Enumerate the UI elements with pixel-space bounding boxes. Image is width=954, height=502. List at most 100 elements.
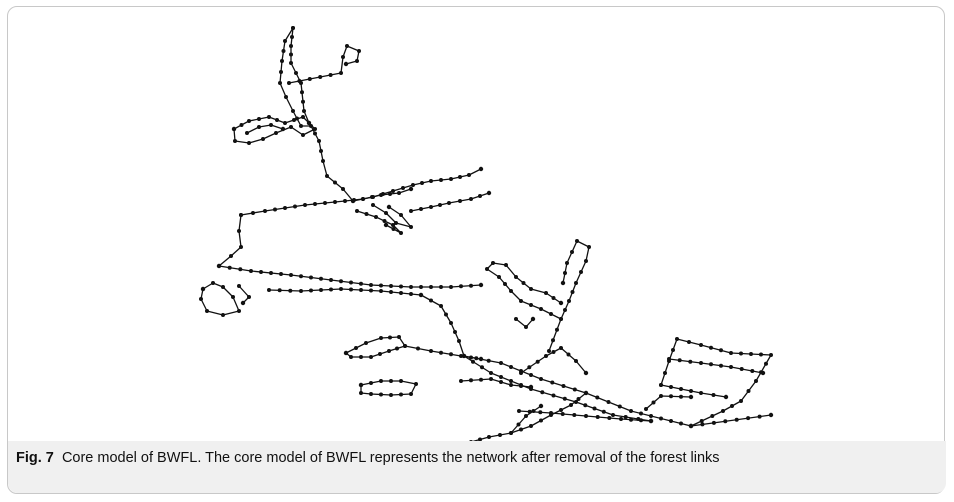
pipe-link — [420, 294, 465, 357]
network-node — [551, 350, 556, 354]
network-node — [382, 219, 387, 223]
network-node — [699, 361, 703, 365]
network-node — [309, 124, 313, 128]
network-node — [205, 309, 209, 313]
network-node — [457, 339, 461, 343]
network-node — [281, 49, 286, 53]
network-node — [247, 141, 251, 145]
network-node — [601, 409, 606, 414]
network-node — [247, 295, 251, 299]
network-node — [649, 414, 653, 418]
network-node — [309, 275, 313, 280]
network-node — [200, 286, 206, 292]
network-node — [237, 229, 241, 233]
network-node — [239, 123, 244, 127]
network-node — [768, 412, 774, 418]
network-node — [313, 127, 317, 131]
network-node — [699, 419, 704, 423]
network-node — [237, 309, 241, 313]
network-node — [274, 131, 278, 135]
pipe-link — [290, 27, 310, 124]
network-diagram — [199, 26, 774, 441]
network-node — [409, 225, 413, 229]
network-node — [723, 419, 728, 424]
network-node — [429, 298, 433, 303]
network-node — [269, 123, 273, 127]
network-node — [499, 361, 503, 365]
network-node — [514, 275, 518, 279]
network-node — [409, 209, 413, 213]
network-node — [263, 209, 267, 213]
network-node — [289, 61, 293, 65]
network-node — [504, 263, 508, 267]
network-node — [769, 353, 773, 357]
network-node — [679, 421, 683, 426]
network-node — [359, 355, 363, 359]
network-node — [447, 201, 451, 205]
network-node — [409, 392, 413, 396]
network-node — [333, 180, 337, 185]
pipe-link — [372, 204, 412, 228]
network-node — [416, 346, 420, 351]
network-node — [561, 384, 566, 388]
network-node — [663, 371, 667, 375]
network-node — [371, 203, 375, 207]
pipe-link — [218, 214, 242, 267]
network-node — [394, 221, 398, 225]
network-node — [746, 389, 751, 393]
network-node — [519, 299, 523, 303]
network-node — [419, 293, 423, 297]
network-node — [439, 178, 443, 182]
network-node — [469, 378, 473, 383]
pipe-link — [510, 405, 542, 434]
network-node — [355, 59, 359, 63]
network-node — [521, 281, 526, 285]
network-node — [458, 175, 462, 179]
network-node — [395, 346, 399, 351]
network-node — [449, 321, 453, 325]
pipe-link — [660, 338, 772, 427]
network-node — [644, 407, 648, 411]
network-node — [349, 355, 353, 359]
network-node — [559, 317, 563, 321]
network-node — [651, 400, 656, 405]
network-node — [439, 350, 443, 355]
network-node — [317, 139, 321, 143]
network-node — [231, 295, 235, 299]
network-node — [349, 287, 353, 292]
network-node — [388, 192, 392, 196]
pipe-link — [288, 45, 360, 84]
network-node — [489, 371, 493, 375]
network-node — [549, 312, 553, 316]
network-node — [297, 79, 302, 83]
network-node — [669, 394, 673, 399]
network-node — [723, 394, 729, 400]
network-node — [247, 119, 251, 123]
network-node — [287, 81, 291, 85]
network-node — [659, 383, 663, 387]
network-node — [411, 183, 415, 187]
network-node — [729, 365, 733, 369]
network-node — [290, 35, 294, 39]
network-node — [328, 73, 333, 77]
network-node — [419, 285, 423, 289]
network-node — [249, 269, 253, 273]
network-node — [397, 191, 401, 195]
network-node — [275, 118, 279, 122]
network-node — [379, 289, 383, 293]
network-node — [487, 435, 491, 439]
network-node — [361, 197, 365, 201]
network-node — [329, 278, 333, 282]
network-node — [497, 275, 501, 279]
network-node — [439, 304, 443, 308]
network-node — [409, 285, 413, 289]
network-node — [303, 203, 307, 207]
network-node — [283, 206, 287, 210]
network-node — [341, 187, 345, 191]
network-node — [519, 371, 523, 375]
network-node — [386, 204, 392, 210]
network-node — [458, 199, 462, 203]
network-node — [711, 420, 716, 425]
network-node — [369, 392, 373, 396]
network-node — [538, 410, 543, 415]
